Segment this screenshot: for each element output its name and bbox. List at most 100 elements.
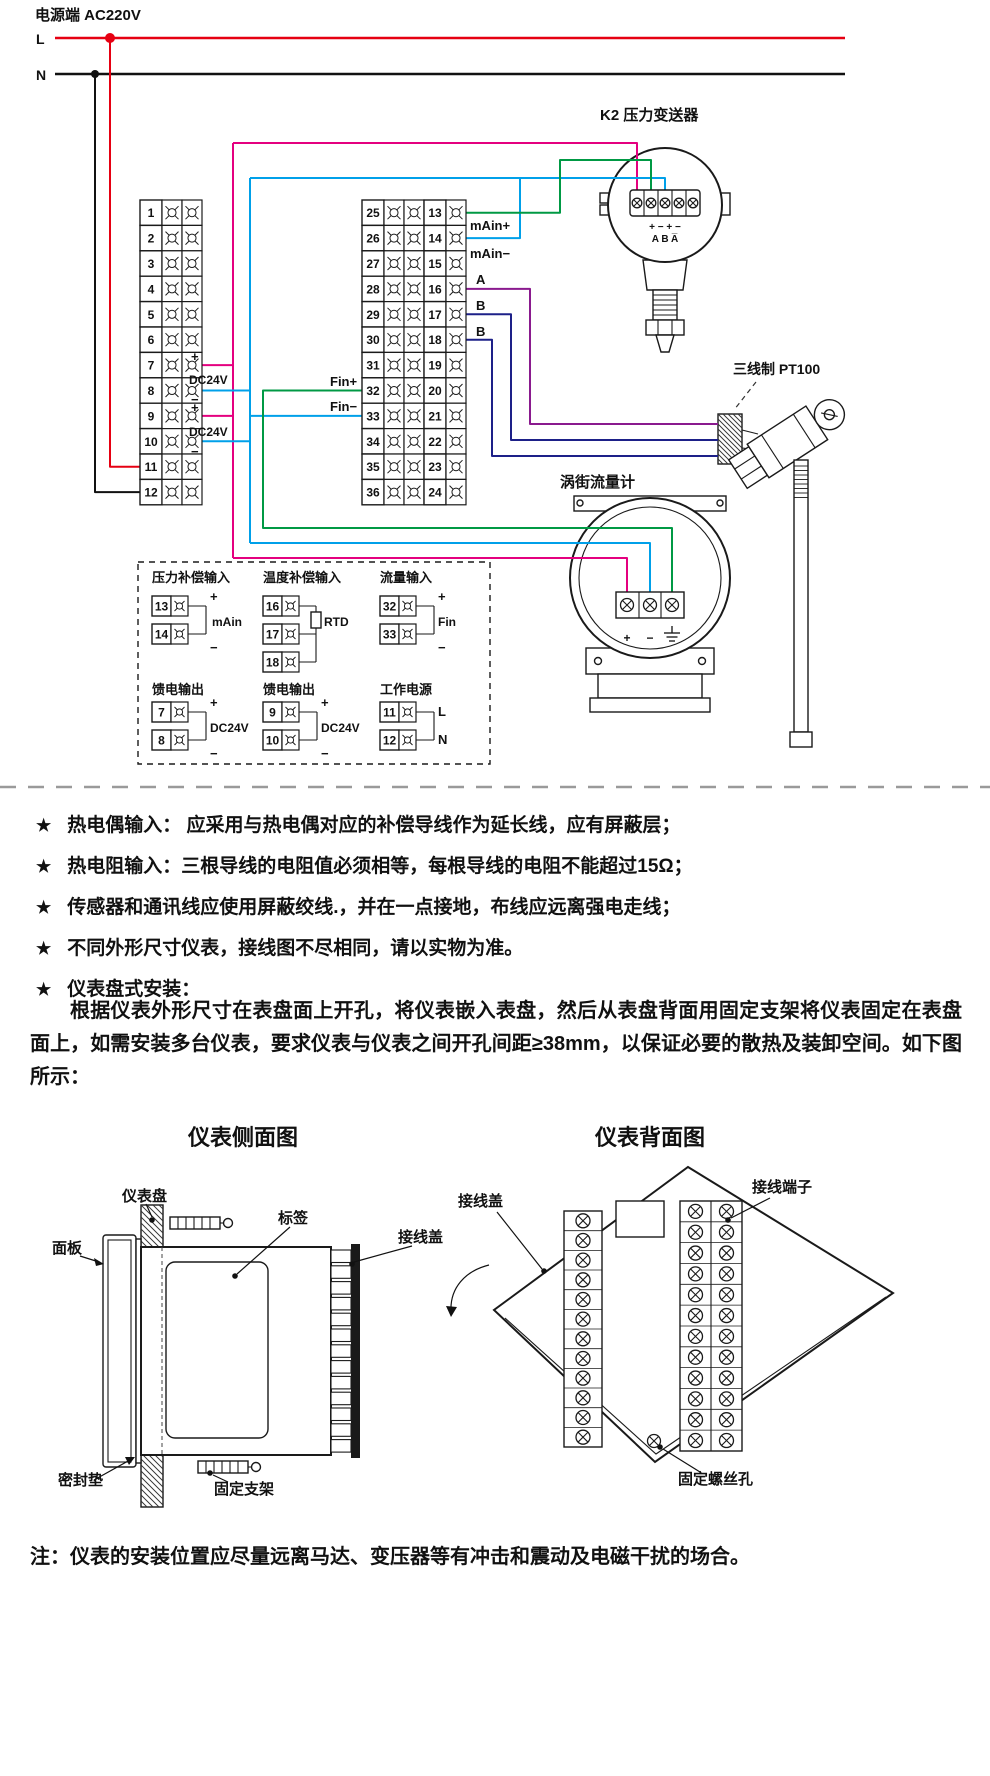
- terminal-number: 33: [383, 628, 397, 642]
- screw-icon: [575, 1272, 591, 1288]
- screw-terminal-icon: [181, 428, 203, 455]
- pt100-label: 三线制 PT100: [733, 361, 820, 377]
- wire-rtd-b1-to-pt100: [466, 313, 718, 441]
- wire-main-minus-stub: [466, 178, 521, 240]
- screw-icon: [718, 1412, 735, 1428]
- screw-icon: [575, 1291, 591, 1308]
- terminal-number: 32: [383, 600, 397, 614]
- terminal-number: 12: [144, 486, 158, 500]
- screw-icon: [575, 1232, 591, 1249]
- screw-terminal-icon: [445, 224, 467, 252]
- screw-terminal-icon: [445, 351, 467, 379]
- terminal-number: 16: [428, 282, 442, 296]
- screw-terminal-icon: [398, 623, 417, 645]
- note-line: ★热电阻输入：三根导线的电阻值必须相等，每根导线的电阻不能超过15Ω；: [36, 851, 693, 878]
- screw-icon: [687, 1224, 704, 1240]
- panel-hatch-top: [140, 1204, 164, 1248]
- screw-icon: [718, 1266, 735, 1282]
- flow-minus: −: [438, 640, 446, 655]
- note-line: ★传感器和通讯线应使用屏蔽绞线.，并在一点接地，布线应远离强电走线；: [36, 892, 693, 919]
- power-n: N: [438, 732, 447, 747]
- screw-terminal-icon: [161, 402, 183, 430]
- terminal-number: 29: [366, 308, 380, 322]
- flow-signal: Fin: [438, 615, 456, 629]
- wire-l-to-terminal-11: [109, 38, 140, 468]
- fin-plus-label: Fin+: [330, 374, 357, 389]
- screw-icon: [664, 597, 680, 613]
- k2-polarity-row: + − + −: [649, 222, 681, 233]
- terminal-number: 1: [148, 206, 155, 220]
- bottom-note: 注：仪表的安装位置应尽量远离马达、变压器等有冲击和震动及电磁干扰的场合。: [30, 1546, 750, 1568]
- screw-icon: [645, 197, 657, 209]
- terminal-number: 12: [383, 734, 397, 748]
- screw-icon: [619, 597, 635, 613]
- screw-terminal-icon: [445, 478, 467, 506]
- screw-terminal-icon: [181, 326, 203, 353]
- terminal-number: 10: [144, 435, 158, 449]
- side-view-title: 仪表侧面图: [187, 1125, 298, 1150]
- terminal-number: 32: [366, 384, 380, 398]
- terminal-number: 8: [158, 734, 165, 748]
- fin-minus-label: Fin−: [330, 399, 357, 414]
- panel-board-label: 仪表盘: [121, 1187, 167, 1205]
- terminal-number: 14: [155, 628, 169, 642]
- screw-terminal-icon: [383, 326, 405, 353]
- detail-temperature-title: 温度补偿输入: [263, 570, 341, 585]
- screw-terminal-icon: [383, 402, 405, 430]
- pressure-plus: +: [210, 589, 218, 604]
- terminal-number: 35: [366, 460, 380, 474]
- vortex-minus: −: [646, 631, 653, 645]
- screw-icon: [687, 1203, 704, 1220]
- wire-rtd-b2-to-pt100: [466, 338, 718, 457]
- detail-pressure-title: 压力补偿输入: [152, 570, 230, 585]
- screw-terminal-icon: [445, 275, 467, 303]
- screw-terminal-icon: [403, 199, 425, 226]
- screw-icon: [718, 1432, 735, 1449]
- terminal-number: 21: [428, 409, 442, 423]
- screw-icon: [659, 197, 671, 209]
- screw-icon: [687, 1432, 704, 1449]
- rtd-b2-label: B: [476, 324, 485, 339]
- screw-terminal-icon: [181, 478, 203, 506]
- screw-terminal-icon: [161, 351, 183, 379]
- back-top-plate: [615, 1200, 665, 1238]
- dc24v2-plus: +: [191, 400, 199, 415]
- feed2-minus: −: [321, 746, 329, 761]
- terminal-number: 3: [148, 257, 155, 271]
- feed2-plus: +: [321, 695, 329, 710]
- screw-terminal-icon: [161, 275, 183, 303]
- wiring-diagram: K2 压力变送器: [0, 6, 990, 789]
- screw-terminal-icon: [445, 428, 467, 455]
- screw-terminal-icon: [181, 301, 203, 328]
- terminal-number: 18: [428, 333, 442, 347]
- screw-terminal-icon: [281, 623, 300, 645]
- screw-terminal-icon: [403, 428, 425, 455]
- terminal-number: 23: [428, 460, 442, 474]
- screw-terminal-icon: [383, 453, 405, 480]
- screw-icon: [575, 1390, 591, 1406]
- screw-terminal-icon: [161, 199, 183, 226]
- screw-terminal-icon: [383, 199, 405, 226]
- terminal-number: 19: [428, 359, 442, 373]
- panel-hatch-bottom: [140, 1454, 164, 1508]
- labels-layer: 电源端 AC220V L N mAin+ mAin− A B B Fin+ Fi…: [35, 6, 681, 645]
- gasket-label: 密封垫: [58, 1471, 103, 1489]
- terminals-label: 接线端子: [752, 1178, 812, 1196]
- terminal-number: 34: [366, 435, 380, 449]
- back-view-title: 仪表背面图: [594, 1125, 705, 1150]
- power-l: L: [438, 704, 446, 719]
- screw-terminal-icon: [403, 326, 425, 353]
- terminal-number: 14: [428, 232, 442, 246]
- rtd-a-label: A: [476, 272, 486, 287]
- screw-icon: [673, 197, 685, 209]
- pressure-minus: −: [210, 640, 218, 655]
- pt100-probe-tip: [789, 731, 813, 748]
- screw-terminal-icon: [398, 595, 417, 617]
- wire-pink-to-vortex: [233, 557, 628, 594]
- screw-icon: [642, 597, 658, 613]
- note-text: 热电偶输入： 应采用与热电偶对应的补偿导线作为延长线，应有屏蔽层；: [67, 815, 681, 836]
- wire-cyan-to-k2: [250, 177, 666, 191]
- dc24v1-minus: −: [191, 392, 199, 407]
